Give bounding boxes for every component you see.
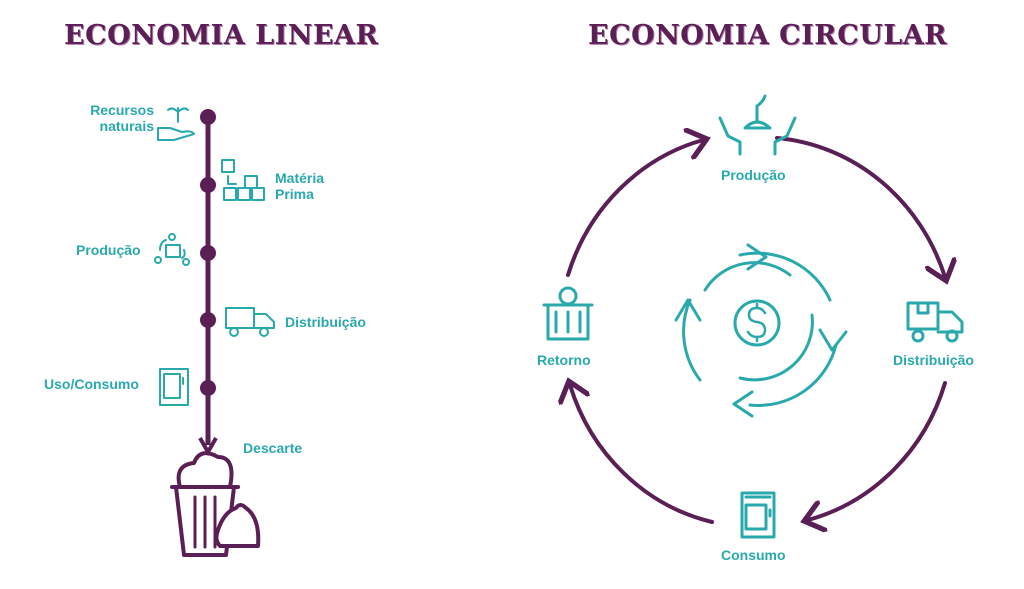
node-producao: Produção — [721, 167, 786, 183]
timeline-dot — [200, 109, 216, 125]
label-materia-prima: Matéria Prima — [275, 170, 324, 202]
arc-consumo-to-retorno — [570, 385, 714, 524]
label-producao: Produção — [76, 242, 141, 258]
arc-producao-to-distribuicao — [775, 136, 945, 277]
node-retorno: Retorno — [537, 352, 591, 368]
label-line: naturais — [99, 118, 154, 134]
linear-title: ECONOMIA LINEAR — [64, 20, 379, 51]
trash-can-icon — [170, 451, 261, 557]
label-recursos-naturais: Recursos naturais — [84, 102, 154, 134]
truck-icon — [906, 301, 964, 343]
node-consumo: Consumo — [721, 547, 786, 563]
label-line: Matéria — [275, 170, 325, 186]
production-cycle-icon — [154, 233, 190, 266]
timeline-dot — [200, 380, 216, 396]
linear-timeline — [198, 109, 218, 457]
label-descarte: Descarte — [243, 440, 303, 456]
circular-title: ECONOMIA CIRCULAR — [588, 20, 948, 51]
label-line: Recursos — [90, 102, 154, 118]
label-uso-consumo: Uso/Consumo — [44, 376, 139, 392]
boxes-icon — [221, 159, 265, 201]
label-distribuicao: Distribuição — [285, 314, 366, 330]
node-distribuicao: Distribuição — [893, 352, 974, 368]
money-cycle-icon — [674, 243, 848, 418]
hand-plant-icon — [157, 107, 195, 141]
label-line: Prima — [275, 186, 314, 202]
hands-plant-icon — [718, 94, 797, 156]
timeline-dot — [200, 312, 216, 328]
arc-retorno-to-producao — [566, 140, 703, 277]
timeline-dot — [200, 245, 216, 261]
dollar-sign-icon — [746, 302, 767, 343]
arc-distribuicao-to-consumo — [808, 381, 947, 520]
vending-machine-icon — [159, 368, 189, 406]
timeline-dot — [200, 177, 216, 193]
vending-machine-icon — [740, 491, 776, 539]
truck-icon — [225, 307, 275, 337]
recycle-bin-icon — [542, 286, 594, 341]
circular-arrows — [568, 138, 945, 522]
